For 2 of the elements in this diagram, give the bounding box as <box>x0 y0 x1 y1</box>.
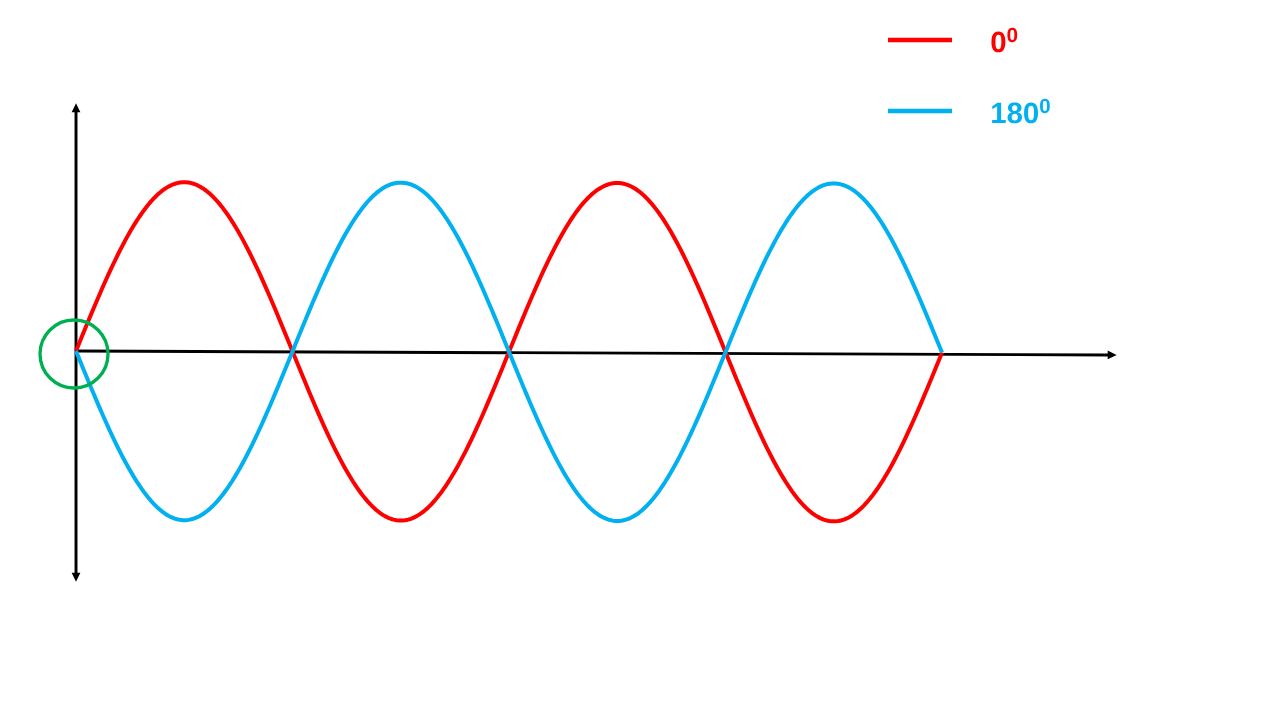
legend-label: 0$^{0}$ <box>991 27 1018 53</box>
legend-label: 180$^{0}$ <box>992 98 1050 124</box>
